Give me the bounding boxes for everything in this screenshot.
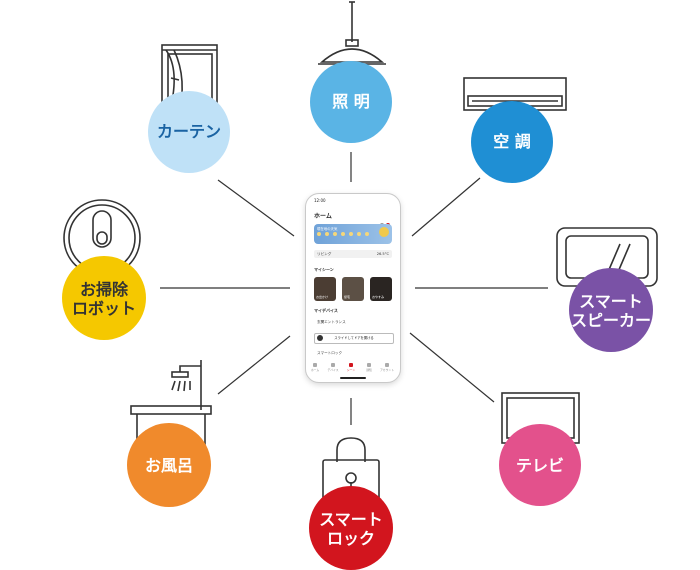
- tab-notifications[interactable]: 通知: [362, 363, 376, 372]
- aircon-circle: [471, 101, 553, 183]
- lighting-circle: [310, 61, 392, 143]
- device-section-title: マイデバイス: [314, 308, 338, 313]
- scene-card[interactable]: 帰宅: [342, 277, 364, 301]
- scene-card[interactable]: おやすみ: [370, 277, 392, 301]
- connector-bath: [217, 335, 291, 395]
- curtain-circle: [148, 91, 230, 173]
- slide-unlock-button[interactable]: スライドしてドアを開ける: [314, 333, 394, 344]
- connector-aircon: [411, 177, 481, 237]
- connector-curtain: [217, 179, 295, 237]
- robot-vacuum-circle: [62, 256, 146, 340]
- smart-speaker-label: スマートスピーカー: [570, 292, 651, 330]
- device-row[interactable]: 玄関エントランス: [314, 318, 392, 326]
- tab-devices[interactable]: デバイス: [326, 363, 340, 372]
- tv-circle: [499, 424, 581, 506]
- lock-row[interactable]: スマートロック: [314, 349, 392, 357]
- scene-section-title: マイシーン: [314, 267, 334, 272]
- tab-scenes[interactable]: シーン: [344, 363, 358, 372]
- connector-lines: [160, 152, 548, 425]
- bathtub-shower-icon: [130, 360, 212, 445]
- home-indicator: [340, 377, 366, 379]
- header-icons: [378, 212, 392, 227]
- connector-tv: [409, 332, 495, 403]
- lighting-label: 照 明: [332, 92, 370, 111]
- smart-lock-circle: [309, 486, 393, 570]
- bath-circle: [127, 423, 211, 507]
- smart-speaker-circle: [569, 268, 653, 352]
- bath-label: お風呂: [144, 456, 193, 475]
- living-row[interactable]: リビング 26.5°C: [314, 250, 392, 258]
- tv-label: テレビ: [515, 456, 564, 475]
- phone-app-mockup: 12:00 ホーム 現在地の天気 リビング 26.5°C マイシーン お出かけ …: [305, 193, 401, 383]
- status-time: 12:00: [314, 198, 326, 203]
- page-title: ホーム: [314, 213, 332, 220]
- curtain-label: カーテン: [156, 122, 221, 141]
- tab-home[interactable]: ホーム: [308, 363, 322, 372]
- forecast-row: [317, 232, 377, 241]
- sun-icon: [379, 227, 389, 237]
- tab-account[interactable]: アカウント: [380, 363, 394, 372]
- living-temp: 26.5°C: [376, 252, 389, 256]
- weather-title: 現在地の天気: [317, 227, 338, 231]
- weather-card[interactable]: 現在地の天気: [314, 224, 392, 244]
- scene-card[interactable]: お出かけ: [314, 277, 336, 301]
- pendant-lamp-icon: [318, 1, 386, 65]
- smart-lock-label: スマートロック: [319, 510, 383, 548]
- aircon-label: 空 調: [493, 132, 531, 151]
- robot-vacuum-label: お掃除ロボット: [71, 280, 136, 318]
